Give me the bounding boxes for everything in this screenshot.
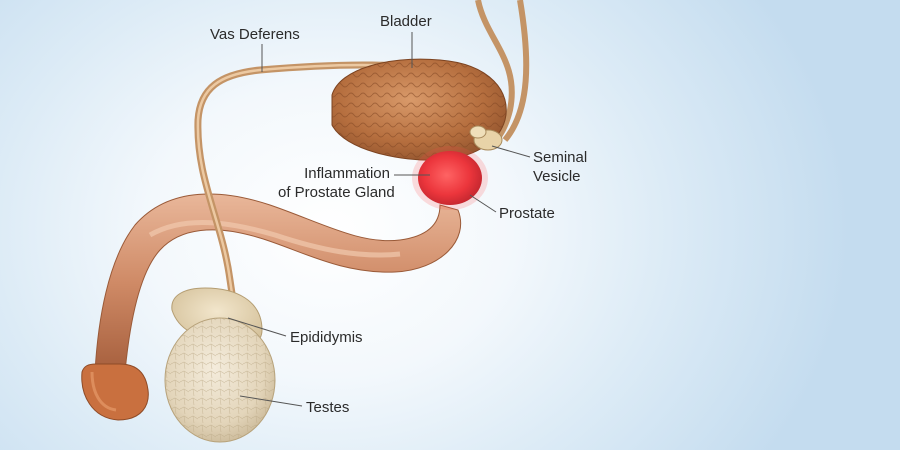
prostate-label: Prostate (499, 205, 555, 222)
penis-shape (94, 193, 462, 373)
testes-shape (164, 317, 276, 443)
seminal-vesicle-label-line2: Vesicle (533, 168, 581, 185)
inflammation-label: Inflammation of Prostate Gland (278, 164, 395, 202)
inflammation-label-line1: Inflammation (304, 165, 390, 182)
prostate-shape (412, 146, 488, 210)
testes-leader (239, 395, 303, 407)
bladder-label: Bladder (380, 13, 432, 30)
epididymis-leader (227, 317, 287, 337)
seminal-vesicle-leader (491, 145, 531, 158)
bladder-shape (331, 58, 507, 161)
vas-deferens-label: Vas Deferens (210, 26, 300, 43)
testes-label: Testes (306, 399, 350, 416)
glans-shape (81, 363, 149, 421)
seminal-vesicle-label-line1: Seminal (533, 149, 588, 166)
seminal-vesicle-label: Seminal Vesicle (533, 148, 587, 186)
epididymis-label: Epididymis (290, 329, 363, 346)
vas-deferens-right-tube (502, 0, 530, 142)
prostate-leader (469, 194, 497, 213)
seminal-vesicle-shape (469, 125, 503, 151)
inflammation-label-line2: of Prostate Gland (278, 184, 395, 201)
